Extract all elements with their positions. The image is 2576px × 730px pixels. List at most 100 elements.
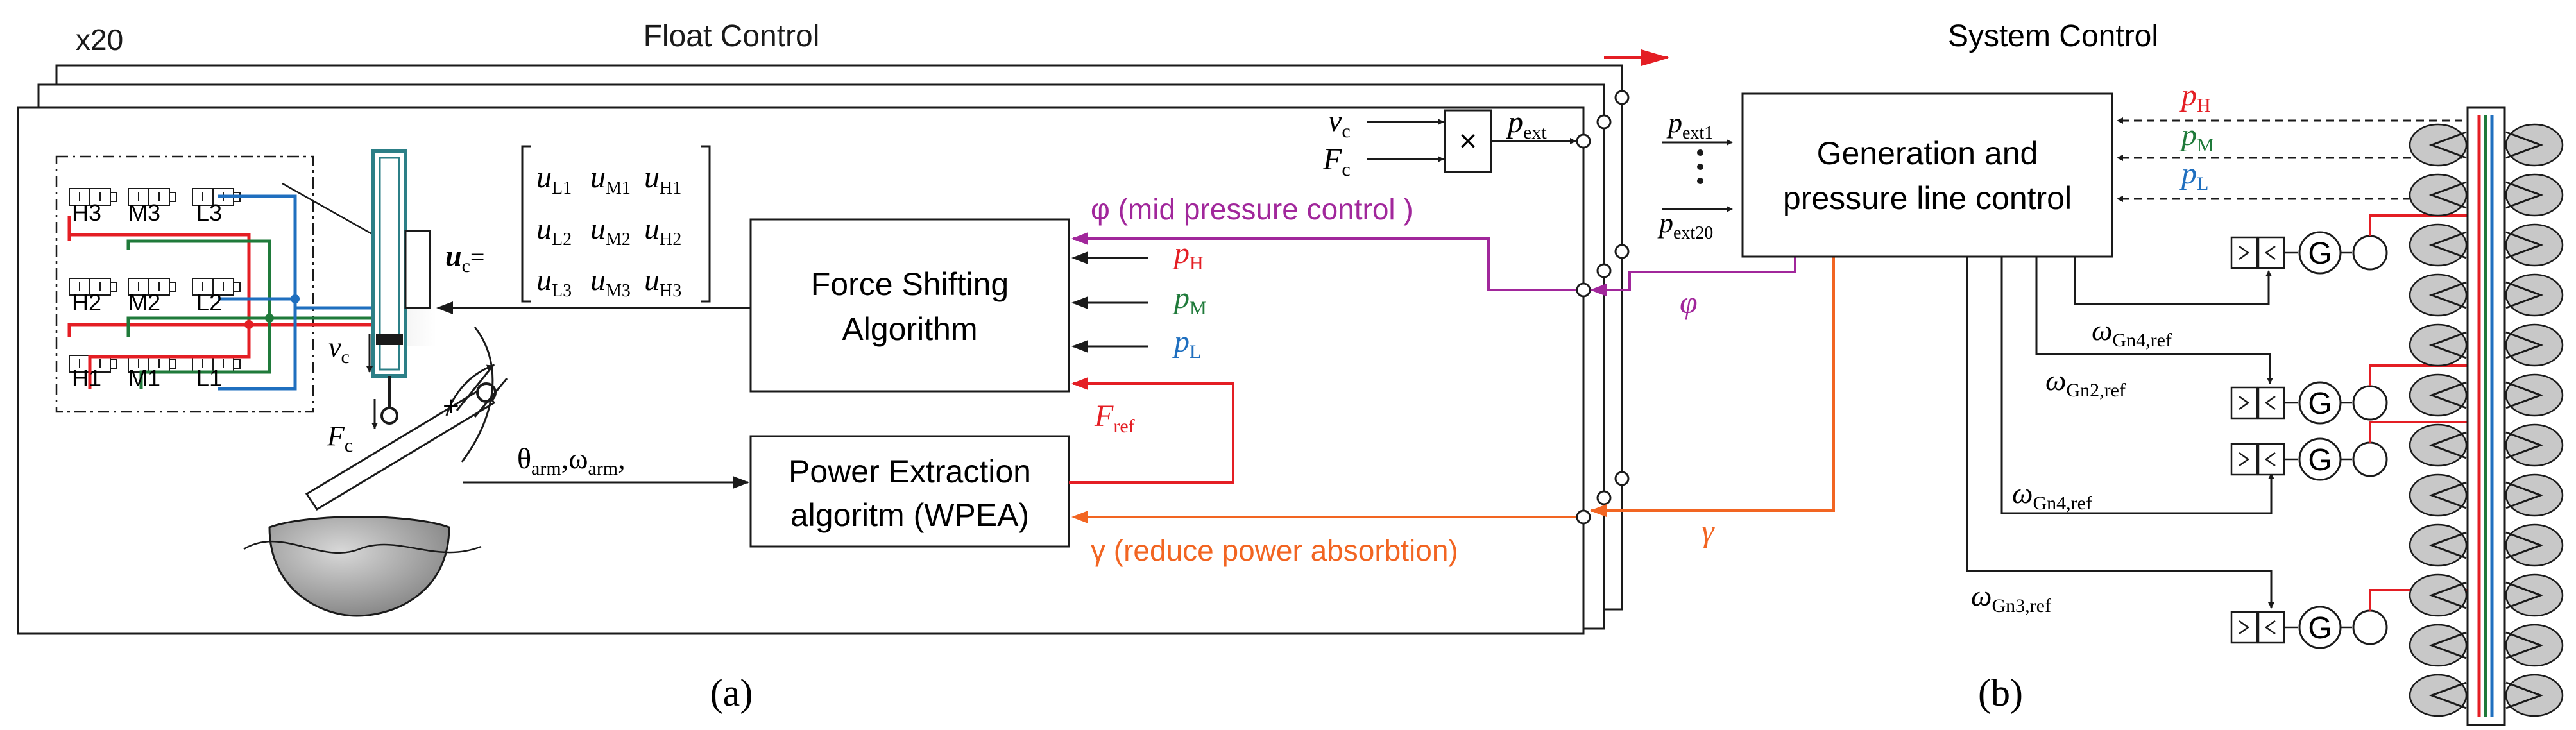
ph-label-b: pH xyxy=(2179,78,2211,116)
generation-line2: pressure line control xyxy=(1783,180,2072,216)
float-pair-1 xyxy=(2409,123,2564,167)
port-pext-2 xyxy=(1596,114,1612,130)
panel-b-title: System Control xyxy=(1948,19,2158,53)
omega-label-1: ωGn4,ref xyxy=(2092,314,2172,351)
generator-unit-3: G xyxy=(2230,418,2479,481)
float-pair-5 xyxy=(2409,323,2564,367)
fref-line xyxy=(1069,377,1234,484)
multiply-symbol: × xyxy=(1459,124,1477,158)
pext1-label: pext1 xyxy=(1666,107,1713,143)
uc-lhs: uc= xyxy=(445,239,484,276)
matrix-right-bracket xyxy=(701,145,711,303)
port-gamma-3 xyxy=(1614,471,1630,486)
power-extraction-line2: algoritm (WPEA) xyxy=(790,497,1029,533)
phi-feed xyxy=(1590,257,1796,296)
float-pair-3 xyxy=(2409,223,2564,267)
generator-label: G xyxy=(2308,611,2332,645)
power-extraction-box xyxy=(749,435,1070,548)
valve-h3: H3 xyxy=(72,199,101,226)
port-gamma-1 xyxy=(1576,509,1591,525)
pl-label: pL xyxy=(1172,325,1201,362)
generation-line1: Generation and xyxy=(1817,135,2038,171)
valve-h1: H1 xyxy=(72,365,101,391)
fc-input-label: Fc xyxy=(1322,142,1351,180)
float-pair-12 xyxy=(2409,674,2564,717)
float-pair-7 xyxy=(2409,423,2564,467)
power-extraction-line1: Power Extraction xyxy=(789,454,1031,489)
float-pair-2 xyxy=(2409,173,2564,217)
arm-beam xyxy=(305,386,496,511)
matrix-cell: uH3 xyxy=(644,263,681,301)
panel-a-title: Float Control xyxy=(644,19,820,53)
valve-l3: L3 xyxy=(196,199,222,226)
pump-circle xyxy=(2352,235,2388,271)
middle-connections: pext1 pext20 φ γ xyxy=(1590,107,1835,548)
valve-symbol-mid-2 xyxy=(128,278,176,296)
float-pair-6 xyxy=(2409,373,2564,417)
rod-joint xyxy=(380,407,398,425)
multiplier-label: x20 xyxy=(76,23,123,56)
valve-l2: L2 xyxy=(196,289,222,316)
plus-sign: + xyxy=(443,391,459,422)
valve-m2: M2 xyxy=(128,289,160,316)
generation-box xyxy=(1741,92,2113,258)
vc-label: vc xyxy=(328,332,350,368)
phi-line xyxy=(1071,232,1578,291)
water-surface xyxy=(243,541,482,554)
pl-label-b: pL xyxy=(2179,157,2208,194)
pext20-label: pext20 xyxy=(1657,207,1713,243)
port-phi-3 xyxy=(1614,244,1630,259)
vdot-1 xyxy=(1697,149,1703,156)
generator-label: G xyxy=(2308,237,2332,271)
valve-m3: M3 xyxy=(128,199,160,226)
vc-input-label: vc xyxy=(1328,104,1351,142)
ph-label: pH xyxy=(1172,236,1204,274)
panel-b: System Control Generation and pressure l… xyxy=(1741,19,2564,726)
cylinder-inner xyxy=(379,157,400,371)
valve-block-border xyxy=(55,155,314,413)
theta-omega-label: θarm,ωarm, xyxy=(517,442,626,479)
matrix-cell: uL2 xyxy=(536,212,572,250)
pm-label: pM xyxy=(1172,281,1207,319)
port-pext-1 xyxy=(1576,133,1591,149)
matrix-cell: uL3 xyxy=(536,263,572,301)
fref-label: Fref xyxy=(1094,399,1135,437)
buoy xyxy=(268,516,450,617)
pump-circle xyxy=(2352,609,2388,645)
cylinder-manifold xyxy=(404,230,431,309)
fc-label: Fc xyxy=(327,420,353,456)
omega-line-2 xyxy=(2035,257,2273,384)
valve-symbol-mid-3 xyxy=(192,278,241,296)
omega-line-3 xyxy=(2000,257,2274,514)
matrix-cell: uH1 xyxy=(644,160,681,198)
valve-l1: L1 xyxy=(196,365,222,391)
force-shifting-line1: Force Shifting xyxy=(811,266,1009,302)
vdot-2 xyxy=(1697,164,1703,170)
matrix-cell: uL1 xyxy=(536,160,572,198)
green-line xyxy=(126,239,385,389)
omega-label-3: ωGn4,ref xyxy=(2012,477,2092,514)
valve-m1: M1 xyxy=(128,365,160,391)
red-line-2 xyxy=(67,216,251,389)
valve-symbol-mid-1 xyxy=(69,278,117,296)
omega-label-4: ωGn3,ref xyxy=(1971,579,2051,616)
pm-label-b: pM xyxy=(2179,118,2214,156)
rotation-arc xyxy=(445,364,493,416)
port-pext-3 xyxy=(1614,90,1630,105)
matrix-left-bracket xyxy=(521,145,531,303)
float-arm: + xyxy=(243,327,508,617)
generator-label: G xyxy=(2308,387,2332,421)
hydraulic-cylinder xyxy=(371,149,436,425)
matrix-cell: uH2 xyxy=(644,212,681,250)
float-pair-10 xyxy=(2409,573,2564,617)
valve-row-mid xyxy=(69,278,241,296)
phi-label-mid: φ xyxy=(1680,284,1698,320)
junction-blue xyxy=(291,294,300,303)
vdot-3 xyxy=(1697,178,1703,184)
gamma-feed xyxy=(1590,257,1835,517)
force-shifting-box xyxy=(749,218,1070,393)
float-pair-4 xyxy=(2409,273,2564,317)
gamma-label-mid: γ xyxy=(1702,513,1715,548)
